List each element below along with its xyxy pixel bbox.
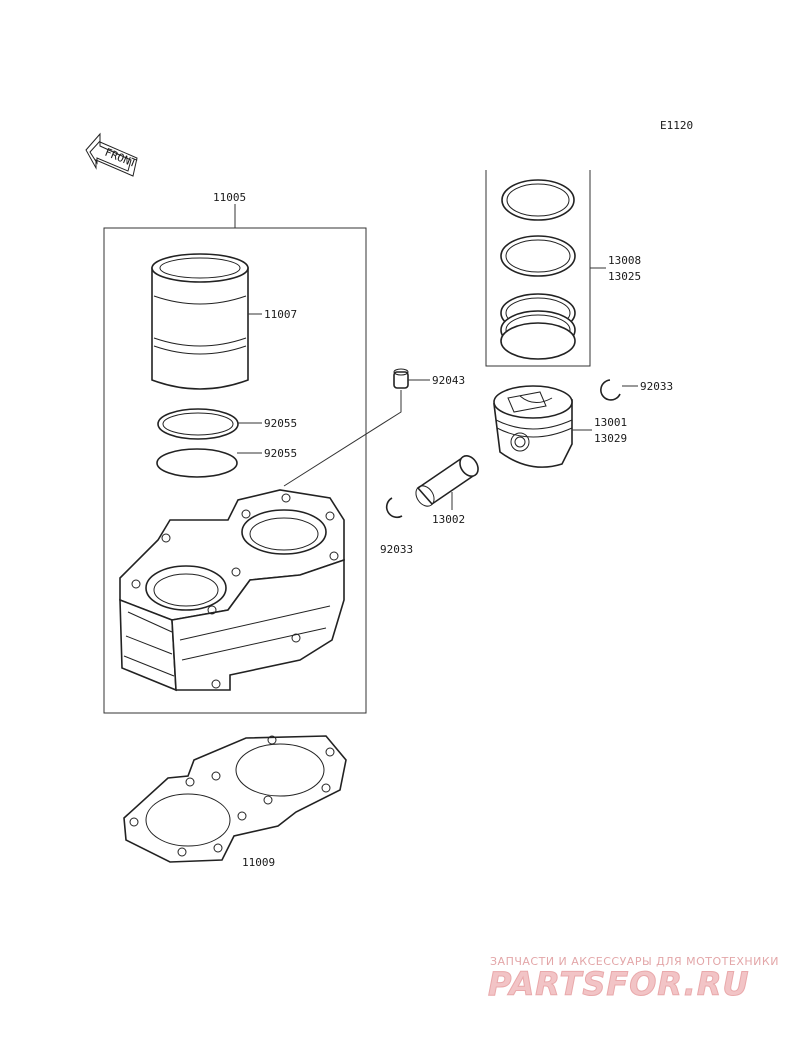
cylinder-assembly-group: 11005 xyxy=(103,191,367,714)
o-ring-lower: 92055 xyxy=(156,447,297,478)
label-liner: 11007 xyxy=(264,308,297,321)
label-piston-a: 13001 xyxy=(594,416,627,429)
watermark: ЗАПЧАСТИ И АКСЕССУАРЫ ДЛЯ МОТОТЕХНИКИ PA… xyxy=(488,955,779,1004)
diagram-code: E1120 xyxy=(660,119,693,132)
front-label: FRONT xyxy=(103,146,139,171)
label-clip-left: 92033 xyxy=(380,543,413,556)
label-rings-b: 13025 xyxy=(608,270,641,283)
watermark-tagline: ЗАПЧАСТИ И АКСЕССУАРЫ ДЛЯ МОТОТЕХНИКИ xyxy=(490,955,779,968)
piston-rings-group: 13008 13025 xyxy=(485,170,641,367)
label-piston-b: 13029 xyxy=(594,432,627,445)
cylinder-block xyxy=(119,489,345,692)
base-gasket: 11009 xyxy=(123,735,347,869)
o-ring-upper: 92055 xyxy=(157,408,297,440)
label-base-gasket: 11009 xyxy=(242,856,275,869)
circlip-right: 92033 xyxy=(600,379,673,401)
label-dowel: 92043 xyxy=(432,374,465,387)
front-arrow-icon: FRONT xyxy=(85,132,139,177)
circlip-left: 92033 xyxy=(380,497,413,556)
cylinder-liner: 11007 xyxy=(151,253,297,390)
label-oring-b: 92055 xyxy=(264,447,297,460)
dowel-pin: 92043 xyxy=(283,368,465,487)
label-oring-a: 92055 xyxy=(264,417,297,430)
label-rings-a: 13008 xyxy=(608,254,641,267)
watermark-brand: PARTSFOR.RU xyxy=(488,965,749,1003)
label-clip-right: 92033 xyxy=(640,380,673,393)
label-pin: 13002 xyxy=(432,513,465,526)
piston: 13001 13029 xyxy=(493,385,627,468)
piston-pin: 13002 xyxy=(415,455,479,526)
label-cylinder-assy: 11005 xyxy=(213,191,246,204)
